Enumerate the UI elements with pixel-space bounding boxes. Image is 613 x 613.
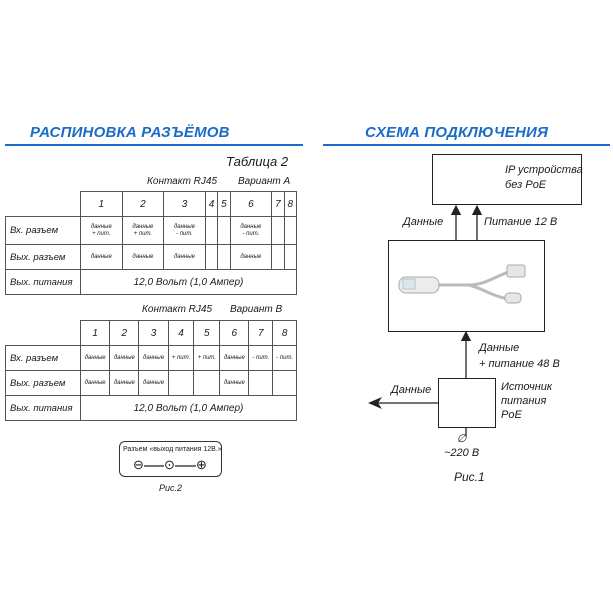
row-label: Вых. разъем — [5, 244, 81, 270]
table-cell: данные — [80, 244, 123, 270]
data-in-arrow-icon — [368, 397, 382, 409]
table-row: Вх. разъем данные данные данные + пит. +… — [5, 345, 297, 371]
table-b-variant-label: Вариант B — [230, 304, 283, 315]
table-cell: данные - пит. — [229, 216, 273, 245]
table-row: Вых. питания 12,0 Вольт (1,0 Ампер) — [5, 269, 297, 295]
row-label: Вых. питания — [5, 395, 81, 421]
data-power-label: Данные + питание 48 В — [479, 342, 560, 370]
row-label: Вх. разъем — [5, 345, 81, 371]
pinout-heading: РАСПИНОВКА РАЗЪЁМОВ — [30, 124, 230, 141]
minus-terminal-icon: ⊖ — [133, 457, 144, 473]
table-a-variant-label: Вариант A — [238, 176, 291, 187]
poe-splitter-box — [388, 240, 545, 332]
pin-number: 3 — [163, 191, 206, 217]
table-row: Вых. разъем данные данные данные данные — [5, 370, 297, 396]
table-row: Вх. разъем данные + пит. данные + пит. д… — [5, 216, 298, 245]
mains-label: ∅ ~220 В — [444, 433, 480, 459]
pinout-table-a: 1 2 3 4 5 6 7 8 Вх. разъем данные + пит.… — [5, 191, 298, 295]
table-row: Вых. питания 12,0 Вольт (1,0 Ампер) — [5, 395, 297, 421]
center-terminal-icon: ⊙ — [164, 457, 175, 473]
pin-number: 5 — [217, 191, 231, 217]
power-label-top: Питание 12 В — [484, 216, 558, 228]
data-label-side: Данные — [391, 384, 432, 396]
splitter-cable-icon — [398, 264, 526, 304]
table-cell: данные + пит. — [80, 216, 123, 245]
power-connector-figure: Разъем «выход питания 12В.» ⊖ ⊙ ⊕ — [119, 441, 222, 477]
table-row: Вых. разъем данные данные данные данные — [5, 244, 298, 270]
table-cell: данные — [138, 345, 169, 371]
table-b-contact-label: Контакт RJ45 — [142, 304, 213, 315]
ip-device-box — [432, 154, 582, 205]
poe-source-box — [438, 378, 496, 428]
pin-number: 6 — [219, 320, 250, 346]
plus-terminal-icon: ⊕ — [196, 457, 207, 473]
table-cell — [193, 370, 221, 396]
pinout-table-b: 1 2 3 4 5 6 7 8 Вх. разъем данные данные… — [5, 320, 297, 421]
scheme-heading: СХЕМА ПОДКЛЮЧЕНИЯ — [365, 124, 549, 141]
pin-number: 3 — [138, 320, 169, 346]
scheme-heading-rule — [323, 144, 610, 146]
table-cell: данные — [229, 244, 273, 270]
pin-number: 1 — [79, 320, 111, 346]
table-a-contact-label: Контакт RJ45 — [147, 176, 218, 187]
pinout-heading-rule — [5, 144, 303, 146]
table-cell — [272, 370, 297, 396]
table-cell: данные — [138, 370, 169, 396]
connector-title: Разъем «выход питания 12В.» — [123, 446, 222, 453]
pin-number: 6 — [229, 191, 273, 217]
source-label: Источник питания PoE — [501, 381, 553, 421]
table-cell: данные — [109, 345, 140, 371]
row-label: Вх. разъем — [5, 216, 81, 245]
power-value: 12,0 Вольт (1,0 Ампер) — [80, 395, 297, 421]
table-cell: + пит. — [193, 345, 221, 371]
table-caption: Таблица 2 — [226, 154, 289, 169]
power-value: 12,0 Вольт (1,0 Ампер) — [80, 269, 297, 295]
ip-device-label: IP устройства без PoE — [505, 164, 583, 191]
figure-1-caption: Рис.1 — [454, 470, 485, 484]
data-label-top: Данные — [403, 216, 444, 228]
row-label: Вых. питания — [5, 269, 81, 295]
figure-2-caption: Рис.2 — [159, 483, 183, 493]
